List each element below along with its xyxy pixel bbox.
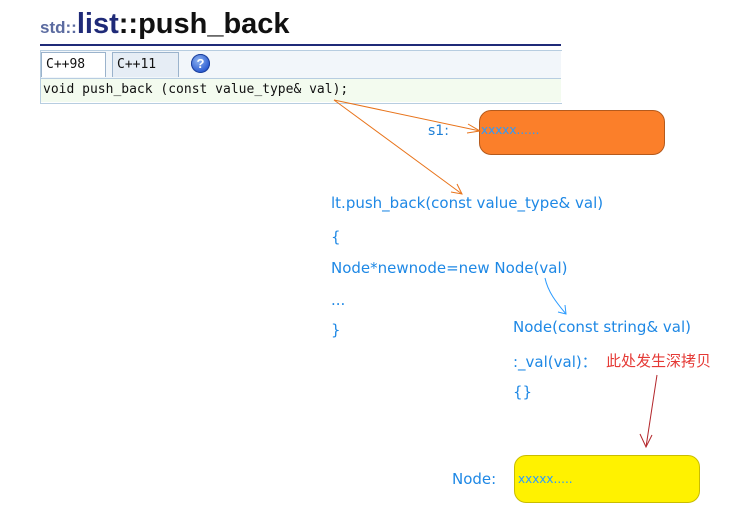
- arrow-to-push-back-head: [450, 183, 463, 195]
- function-signature: void push_back (const value_type& val);: [43, 82, 349, 97]
- arrow-to-node-head: [639, 433, 653, 449]
- deep-copy-note: 此处发生深拷贝: [606, 352, 712, 370]
- push-back-code-line: }: [331, 321, 341, 339]
- tab-cpp11[interactable]: C++11: [112, 52, 179, 77]
- s1-object-box: [479, 110, 665, 155]
- node-ctor-line: {}: [513, 383, 533, 401]
- node-object-box: [514, 455, 700, 503]
- title-divider: [40, 44, 561, 46]
- class-name[interactable]: list: [76, 8, 119, 40]
- arrow-to-s1-head: [466, 123, 482, 134]
- scope-separator: ::: [118, 8, 139, 40]
- red-arrow: [639, 374, 658, 449]
- signature-row: [41, 79, 561, 102]
- push-back-code-line: lt.push_back(const value_type& val): [331, 194, 604, 212]
- namespace-label: std: [40, 18, 66, 37]
- arrow-to-node: [645, 374, 658, 448]
- function-name: push_back: [138, 8, 290, 40]
- blue-arrow: [544, 277, 567, 315]
- s1-label: s1:: [428, 123, 449, 139]
- orange-arrows: [333, 99, 482, 195]
- arrow-to-push-back: [333, 99, 463, 195]
- arrow-to-node-ctor-head: [557, 304, 567, 315]
- scope-separator: ::: [65, 18, 77, 37]
- node-label: Node:: [452, 470, 497, 488]
- push-back-code-line: ...: [331, 291, 346, 309]
- page-title: std::list::push_back: [40, 8, 290, 42]
- node-ctor-line: :_val(val)：: [513, 353, 597, 371]
- push-back-code-line: Node*newnode=new Node(val): [331, 259, 568, 277]
- question-circle-icon[interactable]: ?: [191, 54, 210, 73]
- s1-content: xxxxx......: [481, 123, 540, 137]
- node-content: xxxxx.....: [518, 472, 573, 486]
- arrow-to-node-ctor: [544, 277, 567, 315]
- node-ctor-line: Node(const string& val): [513, 318, 692, 336]
- tab-cpp98[interactable]: C++98: [41, 52, 106, 77]
- arrow-to-s1: [333, 99, 481, 132]
- push-back-code-line: {: [331, 228, 341, 246]
